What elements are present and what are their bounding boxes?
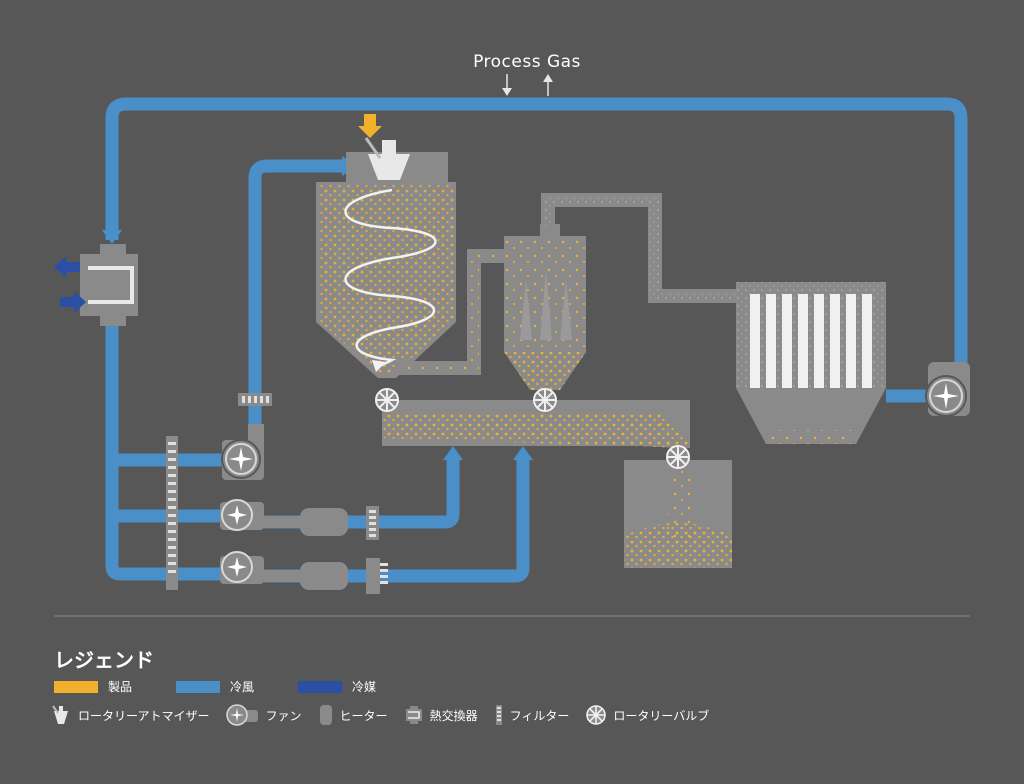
inlet-filter-2 bbox=[366, 506, 379, 540]
rotary-valve-2 bbox=[533, 388, 557, 412]
legend-item-heat-exchanger: 熱交換器 bbox=[404, 704, 478, 726]
product-swatch bbox=[54, 680, 98, 693]
fan-exhaust bbox=[925, 362, 970, 417]
fan-1 bbox=[221, 424, 264, 480]
legend-label-rotary-valve: ロータリーバルブ bbox=[613, 708, 710, 723]
heater-2-inlet bbox=[264, 570, 300, 582]
legend-color-swatches: 製品 冷風 冷媒 bbox=[54, 678, 420, 695]
fan-icon bbox=[225, 704, 258, 726]
rotary-valve-icon bbox=[586, 705, 607, 725]
rotary-atomizer bbox=[364, 137, 410, 180]
air-filter-vertical bbox=[166, 436, 178, 590]
legend-label-fan: ファン bbox=[265, 708, 302, 723]
product-bin bbox=[624, 460, 732, 568]
gas-arrows bbox=[502, 74, 553, 96]
rotary-valve-3 bbox=[666, 445, 690, 469]
fan-3 bbox=[220, 551, 264, 584]
heater-1-inlet bbox=[264, 516, 300, 528]
spray-dryer bbox=[316, 152, 456, 378]
refrigerant-swatch bbox=[298, 680, 343, 693]
inlet-filter-3 bbox=[366, 558, 388, 594]
filter-icon bbox=[495, 705, 502, 725]
heater-1 bbox=[300, 508, 348, 536]
bag-filter bbox=[736, 282, 886, 444]
legend-item-heater: ヒーター bbox=[318, 704, 388, 726]
inlet-filter-1 bbox=[238, 393, 272, 406]
cooling-air-swatch-label: 冷風 bbox=[230, 680, 255, 694]
legend-label-heater: ヒーター bbox=[339, 708, 388, 723]
fan-2 bbox=[220, 499, 264, 531]
dryer-to-cyclone-duct bbox=[396, 249, 504, 375]
legend-icons: ロータリーアトマイザー ファン ヒーター 熱交換器 フィルター bbox=[50, 704, 725, 726]
refrigerant-arrows bbox=[54, 256, 86, 313]
legend-item-rotary-valve: ロータリーバルブ bbox=[585, 704, 709, 726]
legend-label-filter: フィルター bbox=[509, 708, 570, 723]
rotary-valve-1 bbox=[375, 388, 399, 412]
legend-item-filter: フィルター bbox=[494, 704, 570, 726]
refrigerant-swatch-label: 冷媒 bbox=[352, 680, 377, 694]
process-gas-label: Process Gas bbox=[473, 52, 581, 72]
cyclone-to-baghouse-duct bbox=[541, 193, 740, 303]
legend-item-rotary-atomizer: ロータリーアトマイザー bbox=[50, 704, 210, 726]
heat-exchanger-icon bbox=[405, 706, 422, 724]
rotary-atomizer-icon bbox=[52, 705, 68, 724]
cooling-air-swatch bbox=[176, 680, 221, 693]
heater-2 bbox=[300, 562, 348, 590]
cyclone bbox=[504, 224, 586, 390]
legend-item-fan: ファン bbox=[225, 704, 302, 726]
legend-label-heat-exchanger: 熱交換器 bbox=[429, 708, 478, 723]
product-swatch-label: 製品 bbox=[108, 680, 133, 694]
legend-label-rotary-atomizer: ロータリーアトマイザー bbox=[78, 708, 210, 723]
heat-exchanger bbox=[80, 244, 138, 326]
product-feed-arrow bbox=[358, 114, 382, 138]
legend-title: レジェンド bbox=[54, 648, 154, 672]
heater-icon bbox=[319, 705, 332, 725]
